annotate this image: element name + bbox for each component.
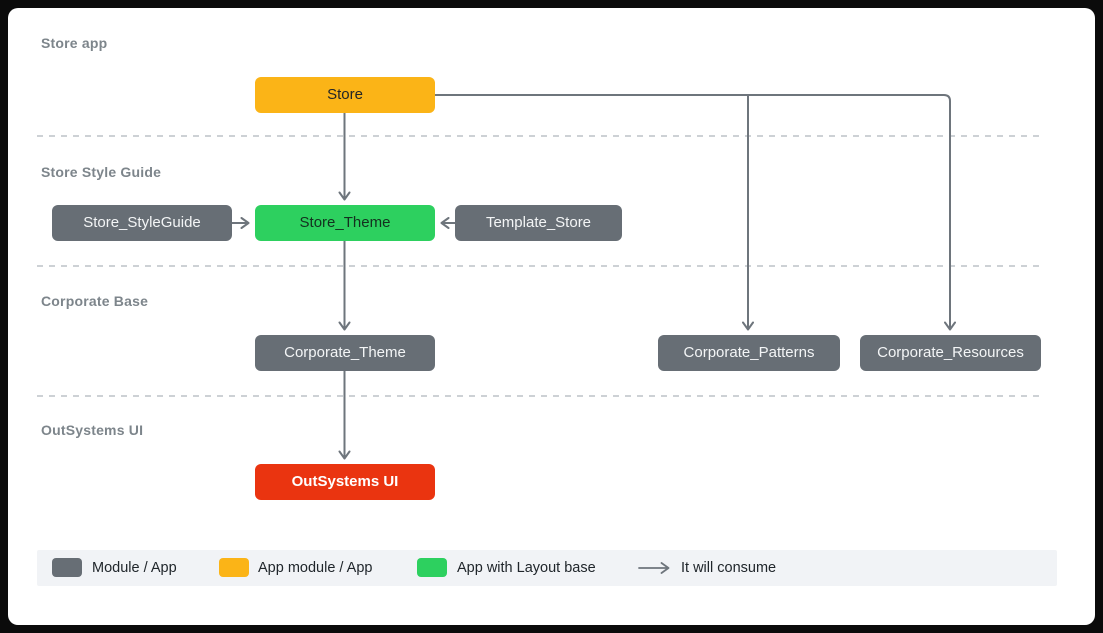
node-corporate-theme: Corporate_Theme (255, 335, 435, 371)
node-store-theme: Store_Theme (255, 205, 435, 241)
layer-separator (37, 135, 1039, 137)
layer-label-store-style-guide: Store Style Guide (41, 164, 162, 180)
legend-swatch-layout-base (417, 558, 447, 577)
consume-arrow-icon (638, 562, 670, 574)
layer-label-corporate-base: Corporate Base (41, 293, 149, 309)
edges-layer (232, 94, 956, 460)
node-store: Store (255, 77, 435, 113)
layer-separator (37, 395, 1039, 397)
legend-label-module: Module / App (92, 560, 177, 576)
legend-swatch-app-module (219, 558, 249, 577)
node-corporate-patterns: Corporate_Patterns (658, 335, 840, 371)
legend-label-layout-base: App with Layout base (457, 560, 596, 576)
node-outsystems-ui: OutSystems UI (255, 464, 435, 500)
legend-label-app-module: App module / App (258, 560, 373, 576)
node-template-store: Template_Store (455, 205, 622, 241)
legend-label-consume: It will consume (681, 560, 777, 576)
legend: Module / App App module / App App with L… (37, 550, 1057, 586)
legend-swatch-module (52, 558, 82, 577)
layer-label-outsystems-ui: OutSystems UI (41, 422, 144, 438)
diagram-canvas: Store app Store Style Guide Corporate Ba… (8, 8, 1095, 625)
layer-separator (37, 265, 1039, 267)
node-corporate-resources: Corporate_Resources (860, 335, 1041, 371)
node-store-styleguide: Store_StyleGuide (52, 205, 232, 241)
layer-label-store-app: Store app (41, 35, 108, 51)
